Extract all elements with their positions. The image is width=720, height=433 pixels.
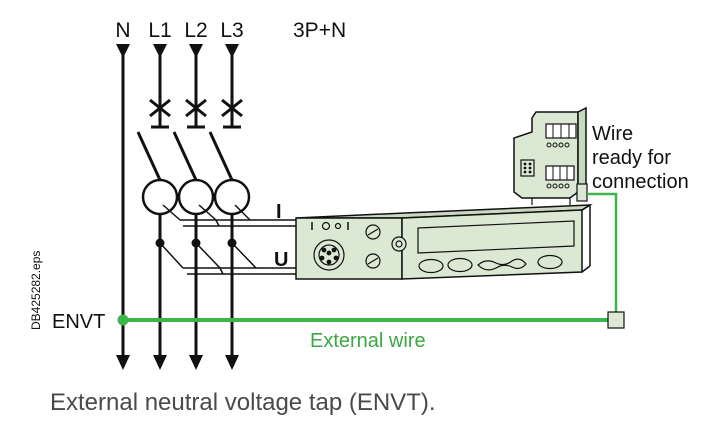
current-transformer-l3 [213, 178, 251, 216]
neutral-conductor [116, 44, 130, 370]
phase-l1-label: L1 [148, 19, 171, 42]
file-reference: DB425282.eps [29, 251, 43, 330]
envt-label: ENVT [52, 311, 105, 333]
system-type-label: 3P+N [293, 19, 346, 42]
current-transformer-l2 [177, 178, 215, 216]
wire-ready-label-line3: connection [592, 171, 689, 193]
keypad-button [418, 258, 444, 274]
keypad-button [537, 254, 563, 270]
terminal-module [513, 106, 588, 205]
keypad-button [447, 257, 473, 273]
terminal-connector-small [520, 159, 535, 177]
wire-ready-label-line2: ready for [592, 147, 671, 169]
envt-connection-point [117, 314, 129, 326]
phase-n-label: N [115, 19, 130, 42]
keypad-button [477, 258, 527, 271]
figure-caption: External neutral voltage tap (ENVT). [50, 389, 436, 416]
phase-l3-label: L3 [220, 19, 243, 42]
external-wire-route [123, 192, 618, 322]
current-transformers [141, 178, 251, 216]
wire-ready-label-line1: Wire [592, 123, 633, 145]
voltage-signal-wires [159, 242, 298, 275]
current-signal-wires [162, 204, 298, 227]
phase-l2-label: L2 [184, 19, 207, 42]
phase-conductor-l2 [172, 44, 207, 370]
external-wire-label: External wire [310, 330, 426, 352]
trip-unit-display [417, 220, 575, 254]
voltage-input-label: U [274, 249, 288, 271]
current-input-label: I [276, 201, 282, 223]
wire-connection-terminal [576, 183, 588, 202]
external-wire-junction-box [607, 311, 625, 329]
trip-unit-controls [311, 221, 407, 271]
current-transformer-l1 [141, 178, 179, 216]
trip-unit-buttons [418, 254, 563, 274]
